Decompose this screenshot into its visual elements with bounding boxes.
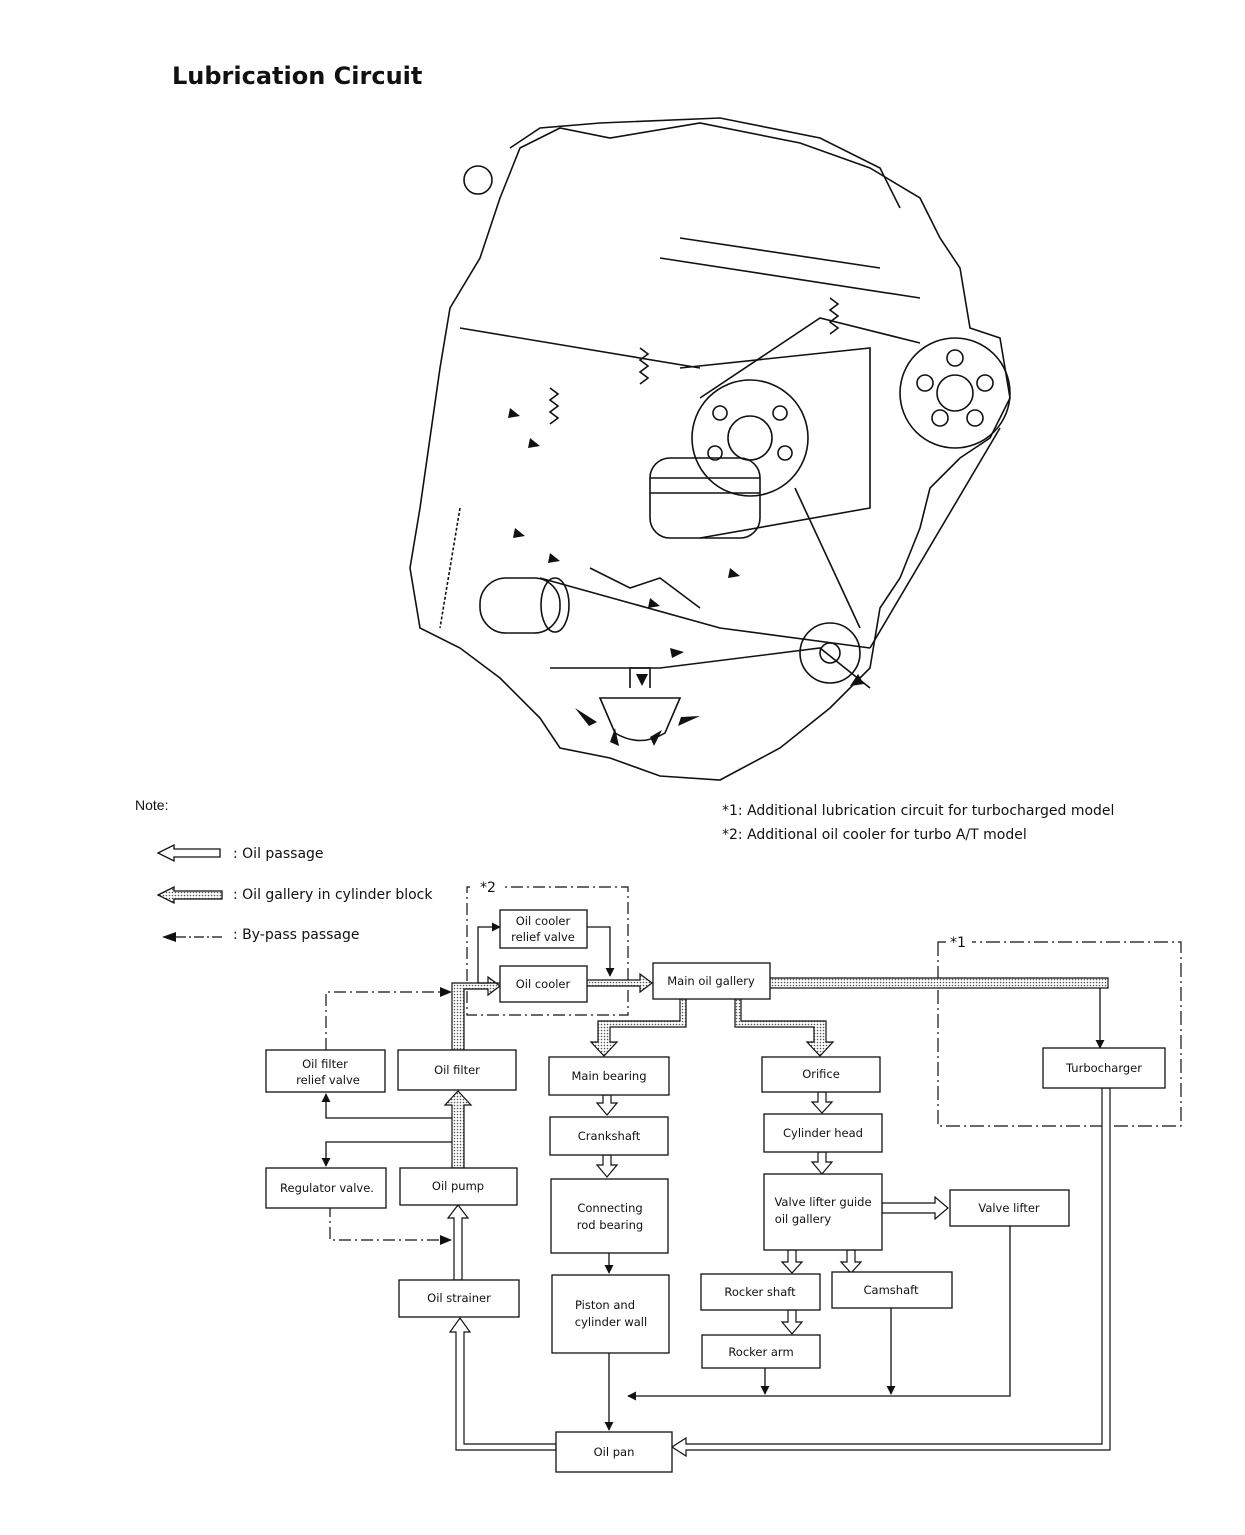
valve-lifter-guide-label-1: Valve lifter guide (774, 1195, 871, 1209)
rocker-shaft-box (700, 1273, 821, 1311)
engine-cutaway-illustration (409, 117, 1011, 781)
valve-lifter-guide-box (763, 1173, 883, 1251)
legend-oil-passage-text: : Oil passage (233, 846, 324, 862)
oil-cooler-region (466, 886, 629, 1016)
connecting-rod-bearing-box (550, 1178, 669, 1254)
turbocharger-box (1042, 1047, 1166, 1089)
page-title: Lubrication Circuit (172, 62, 423, 90)
connecting-rod-bearing-label-2: rod bearing (577, 1218, 643, 1232)
valve-lifter-box (949, 1189, 1070, 1227)
oil-filter-relief-valve-box (265, 1049, 386, 1093)
main-oil-gallery-label: Main oil gallery (667, 974, 755, 988)
piston-cylinder-wall-label-2: cylinder wall (575, 1315, 647, 1329)
oil-pump-label: Oil pump (432, 1179, 484, 1193)
legend-bypass-text: : By-pass passage (233, 927, 360, 943)
turbo-region-label: *1 (950, 935, 966, 951)
oil-filter-relief-valve-label-2: relief valve (296, 1073, 360, 1087)
rocker-arm-box (701, 1334, 821, 1369)
oil-pan-box (555, 1431, 673, 1473)
camshaft-label: Camshaft (864, 1283, 919, 1297)
piston-cylinder-wall-box (551, 1274, 670, 1354)
cylinder-head-label: Cylinder head (783, 1126, 863, 1140)
oil-filter-label: Oil filter (434, 1063, 480, 1077)
regulator-valve-label: Regulator valve. (280, 1181, 374, 1195)
oil-cooler-box (499, 965, 588, 1003)
crankshaft-label: Crankshaft (578, 1129, 641, 1143)
crankshaft-box (549, 1116, 669, 1156)
legend-oil-passage-symbol (156, 843, 221, 863)
main-oil-gallery-box (652, 962, 771, 1000)
cylinder-head-box (763, 1113, 883, 1153)
oil-cooler-label: Oil cooler (516, 977, 571, 991)
turbo-region (937, 941, 1182, 1127)
footnote-turbo: *1: Additional lubrication circuit for t… (722, 803, 1115, 819)
legend-oil-gallery-text: : Oil gallery in cylinder block (233, 887, 433, 903)
main-bearing-label: Main bearing (571, 1069, 646, 1083)
legend-oil-gallery-symbol (156, 885, 223, 905)
oil-filter-box (397, 1049, 517, 1091)
note-label: Note: (135, 797, 169, 813)
regulator-valve-box (265, 1167, 387, 1209)
oil-cooler-relief-valve-label-1: Oil cooler (516, 914, 571, 928)
oil-strainer-label: Oil strainer (427, 1291, 491, 1305)
rocker-shaft-label: Rocker shaft (724, 1285, 796, 1299)
rocker-arm-label: Rocker arm (728, 1345, 793, 1359)
cooler-region-label: *2 (480, 880, 496, 896)
connecting-rod-bearing-label-1: Connecting (577, 1201, 642, 1215)
camshaft-box (831, 1271, 953, 1309)
oil-pan-label: Oil pan (594, 1445, 635, 1459)
oil-strainer-box (398, 1279, 520, 1318)
oil-filter-relief-valve-label-1: Oil filter (302, 1057, 348, 1071)
oil-pump-box (399, 1167, 518, 1206)
orifice-box (761, 1056, 881, 1093)
valve-lifter-guide-label-2: oil gallery (775, 1212, 832, 1226)
oil-cooler-relief-valve-label-2: relief valve (511, 930, 575, 944)
legend-bypass-symbol (162, 932, 222, 942)
orifice-label: Orifice (802, 1067, 840, 1081)
main-bearing-box (548, 1056, 670, 1096)
oil-cooler-relief-valve-box (499, 909, 588, 949)
footnote-oil-cooler: *2: Additional oil cooler for turbo A/T … (722, 827, 1027, 843)
turbocharger-label: Turbocharger (1065, 1061, 1142, 1075)
valve-lifter-label: Valve lifter (978, 1201, 1040, 1215)
piston-cylinder-wall-label-1: Piston and (575, 1298, 635, 1312)
